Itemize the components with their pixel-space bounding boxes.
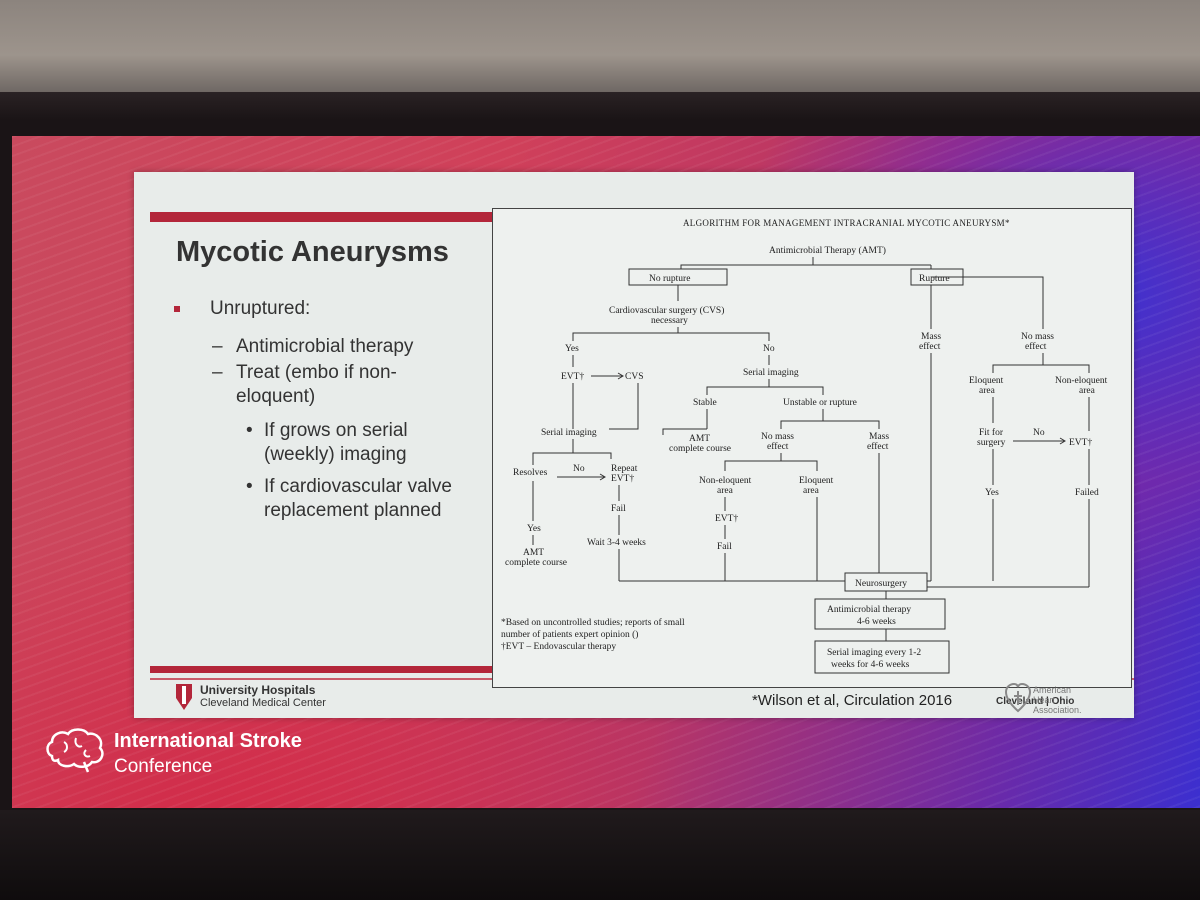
footnote-2: number of patients expert opinion () bbox=[501, 629, 638, 640]
node-no-mass-r-2: effect bbox=[1025, 341, 1047, 352]
aha-name: American Heart Association. bbox=[1033, 685, 1082, 715]
node-cvs-1: Cardiovascular surgery (CVS) bbox=[609, 305, 724, 316]
node-yes-resolves: Yes bbox=[527, 524, 541, 534]
bullet-unruptured: Unruptured: bbox=[210, 298, 311, 319]
wall-shadow bbox=[0, 92, 1200, 120]
slide-title: Mycotic Aneurysms bbox=[176, 236, 449, 268]
bullet-treat: –Treat (embo if non- bbox=[212, 362, 397, 383]
institution-name: University Hospitals Cleveland Medical C… bbox=[200, 683, 326, 709]
node-no: No bbox=[763, 344, 775, 354]
node-fail-mid: Fail bbox=[717, 542, 732, 552]
flowchart-panel: ALGORITHM FOR MANAGEMENT INTRACRANIAL MY… bbox=[492, 208, 1132, 715]
node-mass-2: effect bbox=[867, 441, 889, 452]
bullet-treat-cont: eloquent) bbox=[236, 386, 316, 407]
title-bar-top bbox=[150, 212, 496, 222]
node-antimicrobial-1: Antimicrobial therapy bbox=[827, 605, 911, 615]
flowchart-title: ALGORITHM FOR MANAGEMENT INTRACRANIAL MY… bbox=[683, 218, 1010, 228]
node-eloquent-1: Eloquent bbox=[799, 476, 834, 486]
box-antimicrobial bbox=[814, 598, 946, 630]
box-serial-final bbox=[814, 640, 950, 674]
node-wait: Wait 3-4 weeks bbox=[587, 538, 646, 548]
node-amt: Antimicrobial Therapy (AMT) bbox=[769, 245, 886, 256]
node-no-mass-2: effect bbox=[767, 441, 789, 452]
node-rupture: Rupture bbox=[919, 274, 950, 284]
node-eloquent-r-2: area bbox=[979, 386, 996, 396]
node-amt-complete-2: complete course bbox=[669, 444, 731, 454]
node-no-arrow: No bbox=[573, 464, 585, 474]
flowchart-diagram: ALGORITHM FOR MANAGEMENT INTRACRANIAL MY… bbox=[501, 218, 1108, 674]
node-evt-mid: EVT† bbox=[715, 514, 738, 524]
citation: *Wilson et al, Circulation 2016 bbox=[752, 692, 953, 709]
node-stable: Stable bbox=[693, 398, 717, 408]
bullet-valve-cont: replacement planned bbox=[264, 500, 442, 521]
node-no-rupture: No rupture bbox=[649, 274, 690, 284]
node-non-eloquent-r-1: Non-eloquent bbox=[1055, 376, 1108, 386]
node-repeat-1: Repeat bbox=[611, 464, 638, 474]
node-no-mass-r-1: No mass bbox=[1021, 332, 1054, 342]
node-yes-fit: Yes bbox=[985, 488, 999, 498]
node-serial-final-1: Serial imaging every 1-2 bbox=[827, 648, 921, 658]
node-yes: Yes bbox=[565, 344, 579, 354]
node-amt-final-2: complete course bbox=[505, 558, 567, 568]
node-fit-1: Fit for bbox=[979, 427, 1004, 438]
node-failed: Failed bbox=[1075, 488, 1099, 498]
node-neurosurgery: Neurosurgery bbox=[855, 579, 907, 589]
location-text: Cleveland | Ohio bbox=[996, 696, 1075, 707]
footnote-3: †EVT – Endovascular therapy bbox=[501, 642, 616, 652]
conference-title: International Stroke bbox=[114, 730, 302, 752]
node-unstable: Unstable or rupture bbox=[783, 398, 857, 408]
node-serial-final-2: weeks for 4-6 weeks bbox=[831, 659, 910, 670]
node-mass-1: Mass bbox=[869, 432, 889, 442]
node-repeat-2: EVT† bbox=[611, 474, 634, 484]
node-non-eloquent-r-2: area bbox=[1079, 386, 1096, 396]
node-evt-yes: EVT† bbox=[561, 372, 584, 382]
bullet-serial-cont: (weekly) imaging bbox=[264, 444, 407, 465]
node-cvs: CVS bbox=[625, 372, 643, 382]
node-mass-r-1: Mass bbox=[921, 332, 941, 342]
node-non-eloquent-2: area bbox=[717, 486, 734, 496]
node-evt-r: EVT† bbox=[1069, 438, 1092, 448]
node-fit-2: surgery bbox=[977, 438, 1006, 448]
conference-subtitle: Conference bbox=[114, 756, 213, 777]
bullet-antimicrobial: –Antimicrobial therapy bbox=[212, 336, 414, 357]
node-non-eloquent-1: Non-eloquent bbox=[699, 476, 752, 486]
brain-logo-icon bbox=[46, 728, 104, 773]
node-serial-imaging-no: Serial imaging bbox=[743, 368, 799, 378]
uh-logo-icon bbox=[176, 684, 192, 710]
bullet-serial: •If grows on serial bbox=[246, 420, 408, 441]
node-antimicrobial-2: 4-6 weeks bbox=[857, 617, 896, 627]
background-wall bbox=[0, 0, 1200, 92]
node-fail: Fail bbox=[611, 504, 626, 514]
node-no-mass-1: No mass bbox=[761, 432, 794, 442]
node-eloquent-2: area bbox=[803, 486, 820, 496]
node-amt-complete-1: AMT bbox=[689, 434, 710, 444]
bullet-valve: •If cardiovascular valve bbox=[246, 476, 452, 497]
aha-heart-logo-icon bbox=[1005, 683, 1031, 713]
node-mass-r-2: effect bbox=[919, 341, 941, 352]
bullet-marker bbox=[174, 306, 180, 312]
node-resolves: Resolves bbox=[513, 468, 548, 478]
footnote-1: *Based on uncontrolled studies; reports … bbox=[501, 617, 685, 628]
node-cvs-2: necessary bbox=[651, 316, 688, 326]
node-serial-imaging-yes: Serial imaging bbox=[541, 428, 597, 438]
node-eloquent-r-1: Eloquent bbox=[969, 376, 1004, 386]
floor bbox=[0, 810, 1200, 900]
slide: Mycotic Aneurysms Unruptured: –Antimicro… bbox=[134, 172, 1134, 718]
node-amt-final-1: AMT bbox=[523, 548, 544, 558]
footer-bar-left bbox=[150, 666, 496, 673]
node-no-fit: No bbox=[1033, 428, 1045, 438]
